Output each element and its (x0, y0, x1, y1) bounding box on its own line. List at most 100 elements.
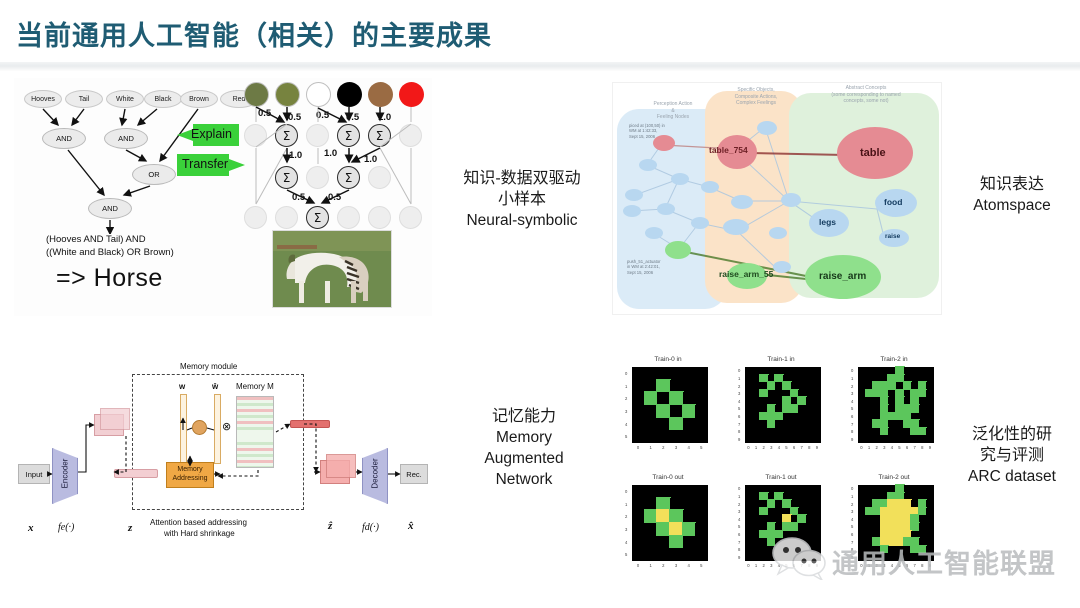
arc-cell (745, 397, 753, 405)
arc-cell (745, 404, 753, 413)
arc-cell (632, 379, 645, 393)
arc-cell (926, 507, 934, 516)
arc-x-tick: 9 (928, 563, 932, 568)
arc-cell (656, 522, 671, 537)
arc-cell (752, 374, 761, 383)
arc-cell (798, 507, 806, 516)
arc-cell (790, 382, 799, 390)
arc-cell (656, 509, 671, 524)
arc-cell (858, 412, 866, 421)
arc-cell (682, 392, 696, 405)
arc-x-tick: 0 (747, 445, 750, 450)
arc-cell (858, 538, 866, 546)
arc-cell (918, 397, 927, 405)
arc-x-tick: 4 (890, 445, 894, 450)
weight-vector-w-hat (214, 394, 221, 464)
arc-cell (752, 538, 761, 546)
arc-cell (656, 378, 671, 394)
arc-cell (790, 530, 799, 539)
input-node-brown (368, 82, 393, 107)
arc-cell (910, 396, 920, 406)
arc-cell (760, 404, 768, 413)
arc-cell (745, 412, 753, 421)
arc-cell (902, 404, 913, 414)
arc-cell (879, 426, 890, 437)
arc-cell (865, 412, 874, 421)
arc-cell (745, 427, 753, 436)
caption-ns-line2: 小样本 (497, 191, 546, 208)
arc-cell (774, 411, 784, 422)
arc-cell (864, 506, 875, 517)
arc-cell (911, 374, 919, 383)
arc-cell (745, 389, 753, 398)
arc-y-tick: 0 (625, 370, 628, 376)
axis-symbol-fe: fe(·) (58, 522, 75, 533)
arc-cell (782, 374, 791, 383)
arc-y-tick: 3 (625, 526, 628, 532)
arc-y-tick: 8 (851, 547, 854, 553)
caption-mem-line3: Augmented (484, 450, 564, 467)
arc-cell (805, 538, 814, 546)
arc-cell (782, 381, 792, 391)
arc-cell (775, 389, 783, 398)
arc-cell (926, 553, 934, 561)
arc-x-tick: 5 (898, 563, 901, 568)
arc-cell (782, 389, 791, 398)
atom-blue-11 (757, 121, 777, 135)
arc-cell (879, 529, 890, 540)
arc-y-tick: 1 (851, 493, 854, 499)
arc-cell (782, 396, 792, 406)
arc-cell (903, 553, 912, 561)
arc-cell (790, 374, 799, 383)
arc-cell (752, 420, 761, 428)
arc-x-tick: 4 (777, 563, 781, 568)
arc-cell (865, 427, 874, 436)
arc-cell (910, 537, 920, 547)
arc-cell (887, 506, 897, 517)
arc-cell (879, 381, 890, 391)
arc-y-tick: 7 (738, 539, 741, 545)
arc-cell (887, 499, 897, 509)
arc-cell (895, 435, 904, 443)
arc-cell (895, 537, 905, 547)
arc-cell (670, 405, 683, 418)
arc-cell (918, 374, 927, 383)
arc-cell (888, 427, 896, 436)
arc-x-tick: 3 (770, 563, 773, 568)
arc-cell (858, 397, 866, 405)
title-divider (0, 62, 1080, 71)
memory-addressing-line2: Addressing (172, 474, 208, 482)
arc-cell (745, 515, 753, 523)
arc-cell (887, 522, 897, 532)
arc-cell (670, 497, 683, 511)
arc-cell (858, 374, 866, 383)
input-node-black (337, 82, 362, 107)
arc-y-tick: 0 (738, 486, 741, 492)
arc-cell (879, 411, 890, 422)
arc-cell (644, 405, 658, 418)
caption-mem-line1: 记忆能力 (491, 408, 556, 425)
arc-cell (895, 396, 905, 406)
arc-cell (865, 545, 874, 554)
arc-cell (745, 367, 753, 375)
arc-cell (766, 537, 777, 547)
arc-cell (670, 430, 683, 443)
arc-cell (644, 535, 658, 549)
arc-cell (805, 492, 814, 501)
arc-cell (805, 397, 814, 405)
arc-y-tick: 6 (851, 413, 854, 419)
arc-cell (767, 397, 776, 405)
arc-cell (805, 389, 814, 398)
arc-cell (669, 522, 684, 537)
watermark-text: 通用人工智能联盟 (832, 549, 1056, 579)
arc-cell (752, 515, 761, 523)
arc-cell (902, 537, 913, 547)
arc-cell (745, 374, 753, 383)
arc-y-tick: 3 (851, 509, 854, 515)
arc-cell (888, 545, 896, 554)
arc-x-tick: 5 (700, 563, 703, 568)
explain-label: Explain (191, 127, 232, 141)
